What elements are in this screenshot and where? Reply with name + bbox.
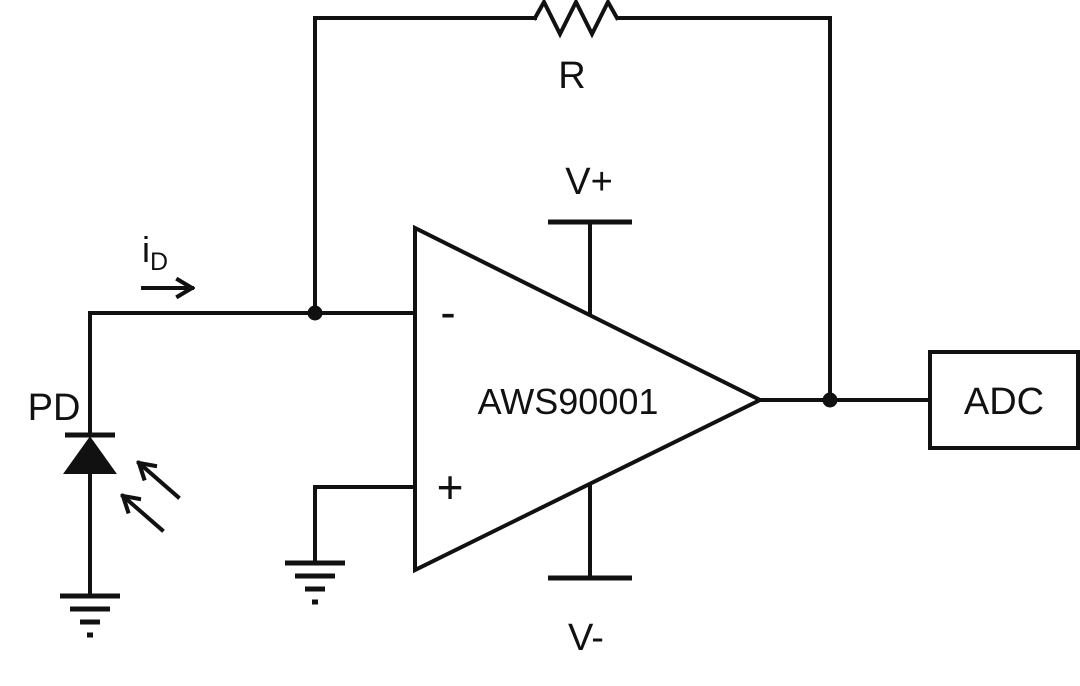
supply-positive-label: V+: [565, 161, 613, 203]
feedback-wire-left: [313, 16, 537, 315]
ground-symbol-noninverting: [285, 560, 345, 605]
adc-label: ADC: [964, 381, 1044, 423]
supply-negative-label: V-: [568, 617, 604, 659]
current-label: iD: [142, 229, 168, 276]
noninverting-input-wire: [313, 485, 417, 564]
resistor-label: R: [558, 55, 585, 97]
adc-box: [928, 350, 1080, 450]
opamp-part-number: AWS90001: [478, 381, 659, 422]
photodiode-symbol: [63, 436, 117, 474]
photodiode-label: PD: [28, 387, 81, 429]
current-subscript-text: D: [150, 248, 168, 276]
junction-dot-output-node: [822, 392, 838, 408]
light-arrow-icon: [139, 460, 181, 500]
resistor-symbol: [532, 0, 620, 39]
feedback-wire-right: [618, 16, 832, 402]
current-symbol-text: i: [142, 229, 150, 270]
light-arrow-icon: [123, 493, 165, 533]
junction-dot-inverting-node: [307, 305, 323, 321]
opamp-triangle: [413, 224, 765, 574]
opamp-noninverting-sign: +: [437, 461, 464, 513]
ground-symbol-photodiode: [60, 593, 120, 638]
opamp-inverting-sign: -: [440, 286, 455, 338]
